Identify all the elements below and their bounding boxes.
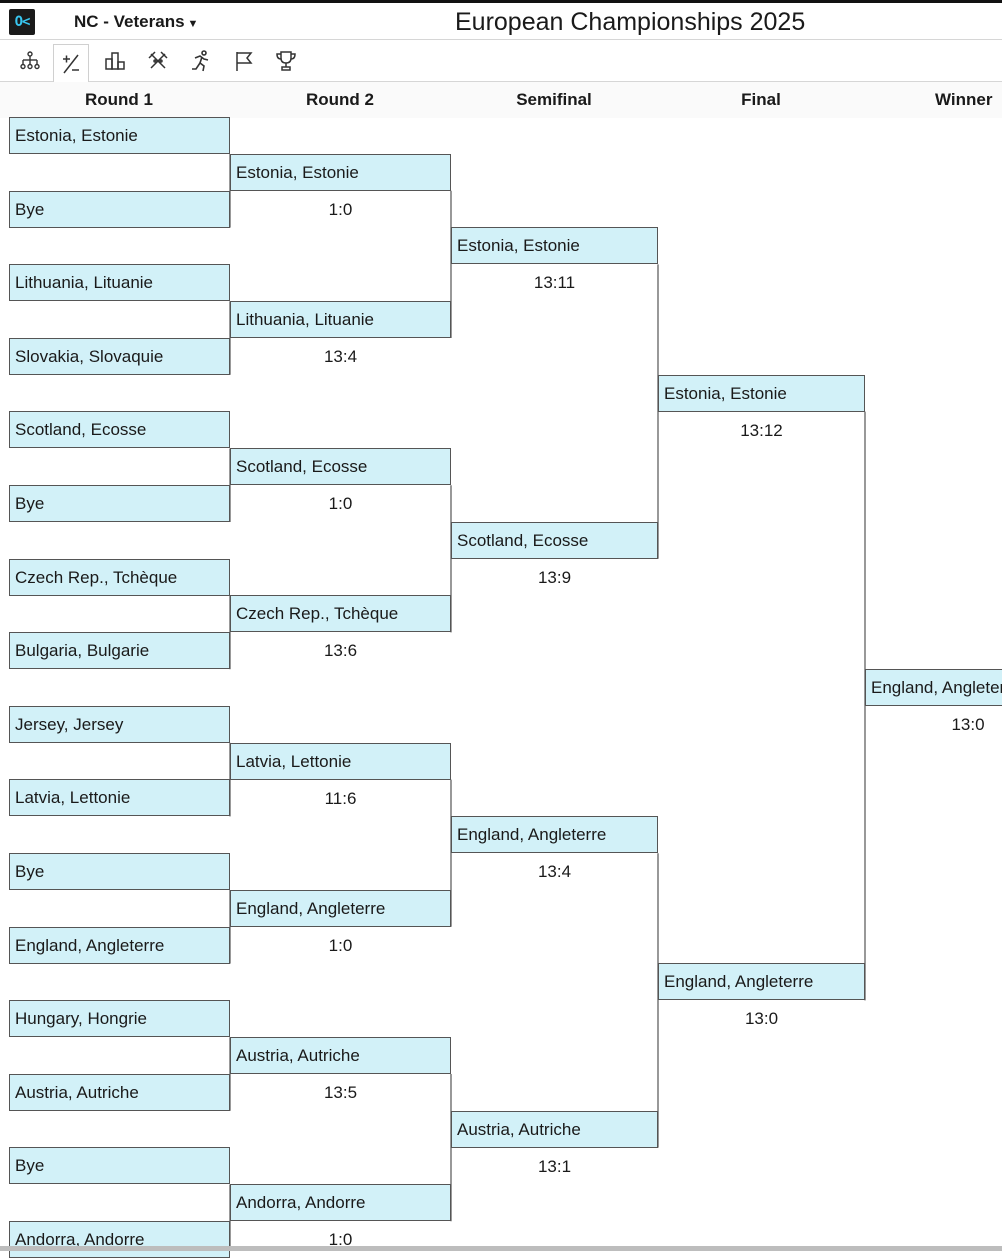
team-box[interactable]: Hungary, Hongrie xyxy=(9,1000,230,1038)
caret-down-icon: ▼ xyxy=(187,18,199,30)
header-semifinal: Semifinal xyxy=(516,90,592,109)
view-toolbar xyxy=(0,40,1002,82)
match-score: 13:4 xyxy=(537,862,572,882)
team-box[interactable]: England, Angleterre xyxy=(230,889,451,927)
match-score: 1:0 xyxy=(328,199,353,219)
team-box[interactable]: Bye xyxy=(9,853,230,890)
team-box[interactable]: Bye xyxy=(9,485,230,522)
page-title: European Championships 2025 xyxy=(455,8,806,36)
match-score: 13:4 xyxy=(323,347,358,366)
team-box[interactable]: England, Angleterre xyxy=(451,816,658,854)
match-score: 13:9 xyxy=(537,567,572,587)
team-box[interactable]: England, Angleterre xyxy=(865,669,1002,706)
tool-crossed-swords[interactable] xyxy=(140,44,176,78)
team-box[interactable]: Scotland, Ecosse xyxy=(230,448,451,486)
team-box[interactable]: Estonia, Estonie xyxy=(9,117,230,154)
category-dropdown[interactable]: NC - Veterans▼ xyxy=(74,12,198,32)
team-box[interactable]: Latvia, Lettonie xyxy=(230,742,451,780)
team-box[interactable]: Czech Rep., Tchèque xyxy=(230,595,451,633)
match-score: 13:0 xyxy=(951,715,985,734)
team-box[interactable]: Austria, Autriche xyxy=(451,1110,658,1148)
match-score: 13:11 xyxy=(533,273,576,293)
match-score: 13:5 xyxy=(323,1083,358,1102)
runner-icon xyxy=(192,50,209,72)
tool-flag[interactable] xyxy=(226,44,262,78)
top-bar: O< NC - Veterans▼ European Championships… xyxy=(0,0,1002,40)
team-box[interactable]: Jersey, Jersey xyxy=(9,705,230,743)
header-round-2: Round 2 xyxy=(306,90,374,109)
tool-bracket-tree[interactable] xyxy=(12,44,48,78)
match-score: 11:6 xyxy=(324,788,357,808)
crossed-swords-icon xyxy=(148,51,168,69)
tool-plus-minus[interactable] xyxy=(53,44,89,82)
match-score: 1:0 xyxy=(328,935,353,955)
plus-minus-icon xyxy=(63,54,79,73)
team-box[interactable]: Austria, Autriche xyxy=(230,1037,451,1074)
bracket-tree-icon xyxy=(20,51,40,70)
team-box[interactable]: Latvia, Lettonie xyxy=(9,779,230,817)
match-score: 13:1 xyxy=(537,1156,572,1176)
tool-podium[interactable] xyxy=(97,44,133,78)
team-box[interactable]: Austria, Autriche xyxy=(9,1073,230,1111)
header-round-1: Round 1 xyxy=(85,90,153,109)
team-box[interactable]: Andorra, Andorre xyxy=(230,1184,451,1222)
match-score: 13:0 xyxy=(744,1009,779,1029)
team-box[interactable]: Scotland, Ecosse xyxy=(9,411,230,449)
flag-icon xyxy=(236,52,253,71)
round-headers: Round 1 Round 2 Semifinal Final Winner xyxy=(0,82,1002,118)
header-winner: Winner xyxy=(935,90,993,109)
team-box[interactable]: Lithuania, Lituanie xyxy=(230,301,451,338)
team-box[interactable]: Estonia, Estonie xyxy=(658,374,865,412)
team-box[interactable]: Bye xyxy=(9,1147,230,1185)
team-box[interactable]: England, Angleterre xyxy=(9,926,230,964)
match-score: 1:0 xyxy=(328,494,353,514)
team-box[interactable]: Bulgaria, Bulgarie xyxy=(9,632,230,670)
app-logo-icon[interactable]: O< xyxy=(9,9,35,35)
tool-trophy[interactable] xyxy=(268,44,304,78)
match-score: 13:6 xyxy=(323,641,358,661)
match-score: 1:0 xyxy=(328,1230,353,1250)
team-box[interactable]: Estonia, Estonie xyxy=(230,153,451,191)
podium-icon xyxy=(105,52,125,70)
tool-runner[interactable] xyxy=(183,44,219,78)
team-box[interactable]: Scotland, Ecosse xyxy=(451,521,658,559)
team-box[interactable]: Estonia, Estonie xyxy=(451,227,658,265)
team-box[interactable]: Czech Rep., Tchèque xyxy=(9,558,230,596)
team-box[interactable]: Bye xyxy=(9,190,230,228)
bottom-scrollbar[interactable] xyxy=(0,1246,1002,1251)
team-box[interactable]: England, Angleterre xyxy=(658,963,865,1001)
match-score: 13:12 xyxy=(740,420,783,440)
trophy-icon xyxy=(276,51,296,71)
team-box[interactable]: Andorra, Andorre xyxy=(9,1221,230,1258)
team-box[interactable]: Slovakia, Slovaquie xyxy=(9,337,230,375)
team-box[interactable]: Lithuania, Lituanie xyxy=(9,264,230,302)
header-final: Final xyxy=(741,90,781,109)
category-label: NC - Veterans xyxy=(74,12,185,31)
